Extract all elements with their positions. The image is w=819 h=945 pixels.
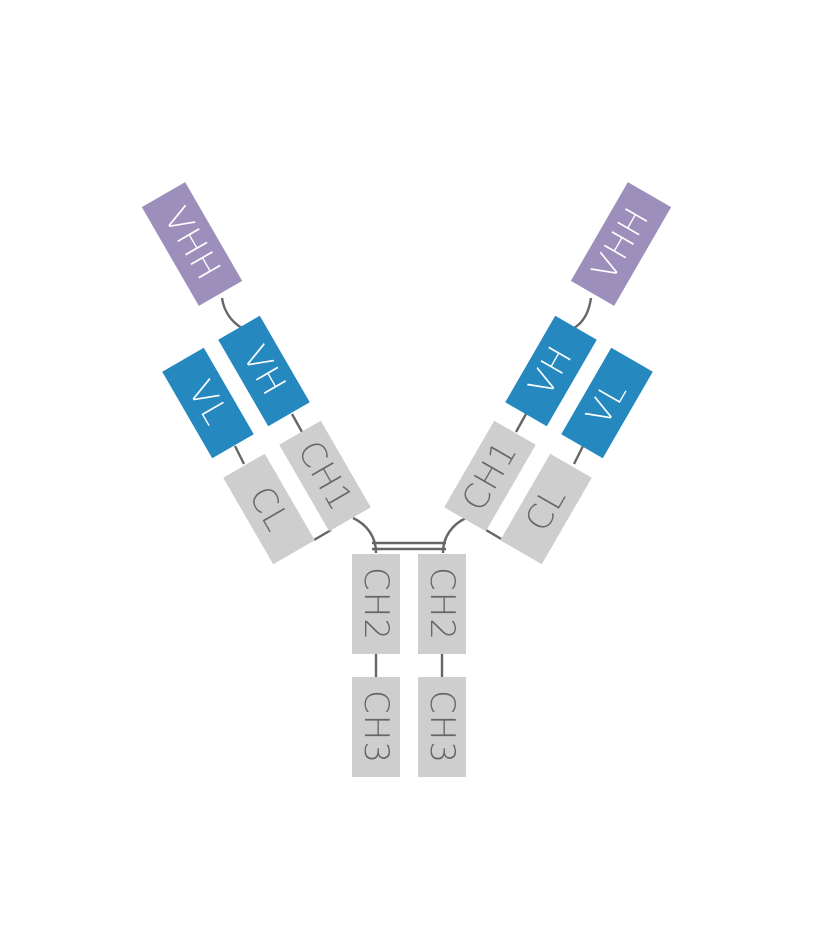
left-ch3-label: CH3: [356, 690, 396, 764]
left-cl-ch1-linker: [313, 528, 332, 542]
hinge-right-curve: [441, 516, 467, 554]
left-ch3-box: [352, 677, 400, 777]
left-vhh-vh-linker: [220, 297, 243, 330]
right-ch2-label: CH2: [422, 567, 462, 641]
right-vl-box: [561, 347, 653, 459]
linkers: [220, 297, 593, 678]
right-ch2-domain: CH2: [418, 554, 466, 654]
right-ch2-box: [418, 554, 466, 654]
right-vh-box: [505, 315, 597, 427]
left-vl-cl-linker: [233, 445, 246, 465]
left-ch1-box: [279, 420, 371, 532]
right-vh-ch1-linker: [514, 413, 528, 433]
right-ch3-box: [418, 677, 466, 777]
right-ch3-label: CH3: [422, 690, 462, 764]
left-ch2-domain: CH2: [352, 554, 400, 654]
left-ch1-domain: CH1: [279, 420, 371, 532]
right-vhh-box: [570, 182, 672, 306]
left-ch2-box: [352, 554, 400, 654]
left-cl-box: [223, 453, 315, 565]
left-vh-box: [218, 315, 310, 427]
left-ch3-domain: CH3: [352, 677, 400, 777]
right-vl-cl-linker: [572, 445, 585, 465]
right-cl-ch1-linker: [485, 528, 504, 542]
right-ch1-box: [444, 420, 536, 532]
right-vhh-domain: VHH: [570, 182, 672, 306]
left-vhh-domain: VHH: [141, 182, 243, 306]
hinge-left-curve: [352, 516, 378, 554]
right-vhh-vh-linker: [573, 297, 593, 330]
right-cl-box: [500, 453, 592, 565]
left-vl-box: [162, 347, 254, 459]
left-ch2-label: CH2: [356, 567, 396, 641]
left-vhh-box: [141, 182, 243, 306]
right-ch3-domain: CH3: [418, 677, 466, 777]
left-vh-ch1-linker: [290, 413, 304, 433]
